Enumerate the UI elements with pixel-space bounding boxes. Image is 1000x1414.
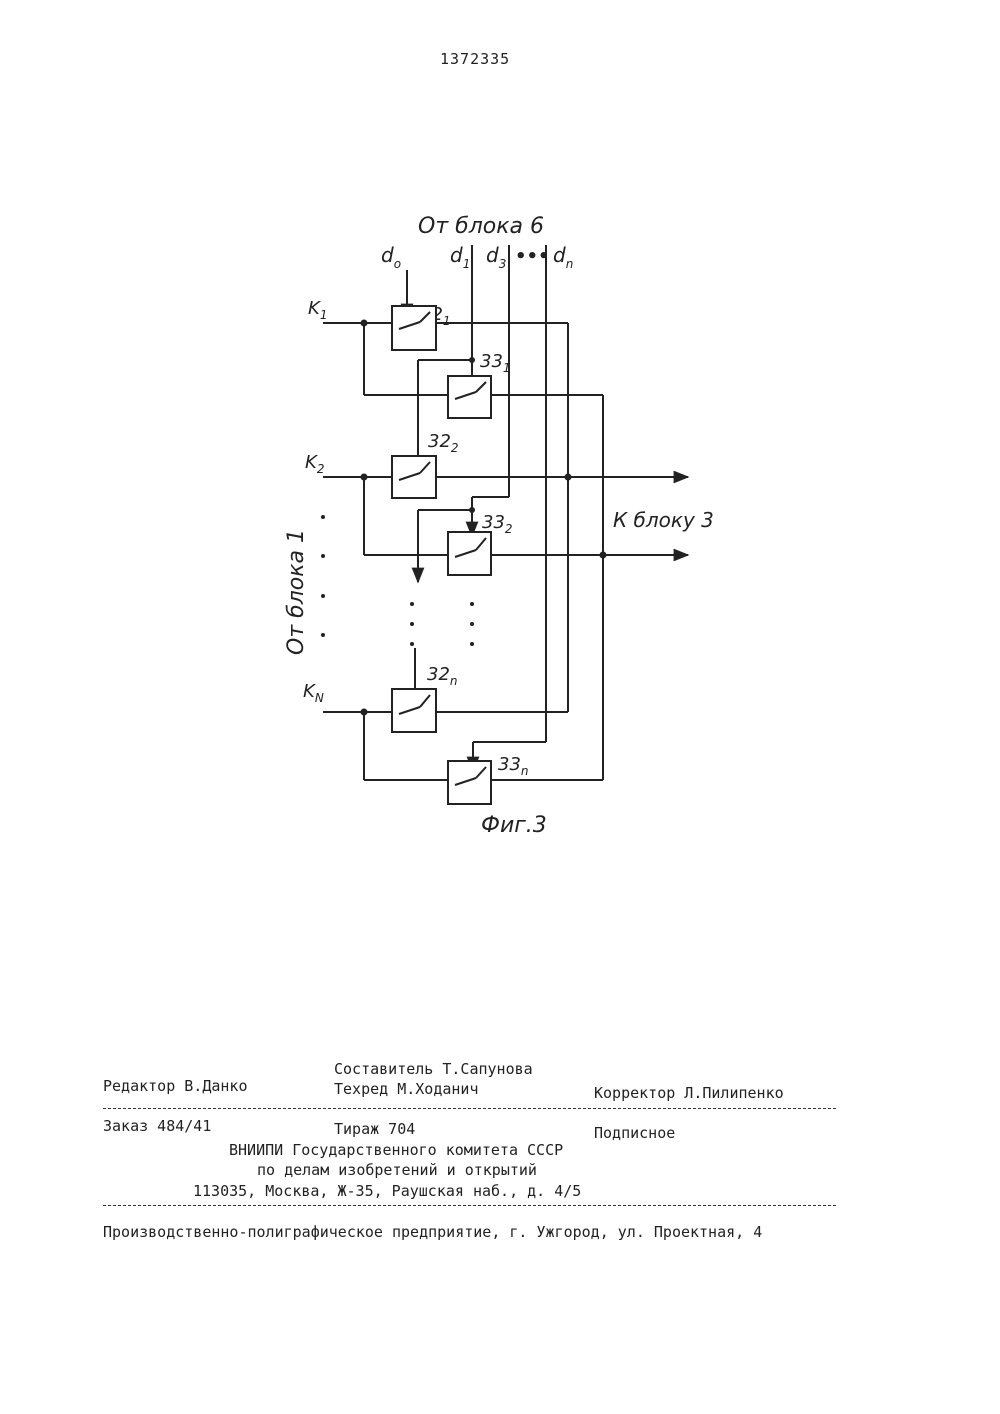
subscription: Подписное xyxy=(594,1124,675,1142)
input-d1-label: d1 xyxy=(450,243,470,271)
order-number: Заказ 484/41 xyxy=(103,1117,211,1135)
switch-32-2 xyxy=(392,456,436,498)
circulation: Тираж 704 xyxy=(334,1120,415,1138)
label-to-block-3: К блоку 3 xyxy=(613,508,714,532)
input-kn-label: KN xyxy=(303,681,324,705)
input-k1-label: K1 xyxy=(308,298,327,322)
input-k2-label: K2 xyxy=(305,452,324,476)
org-line-3: 113035, Москва, Ж-35, Раушская наб., д. … xyxy=(193,1182,581,1200)
switch-33-2 xyxy=(448,532,491,575)
switch-33-1 xyxy=(448,376,491,418)
input-d3-label: d3 xyxy=(486,243,506,271)
org-line-2: по делам изобретений и открытий xyxy=(257,1161,537,1179)
circuit-diagram: От блока 6 do d1 d3 ••• dn K1 K2 KN От б… xyxy=(0,0,1000,900)
figure-caption: Фиг.3 xyxy=(481,813,547,838)
compiler: Составитель Т.Сапунова xyxy=(334,1060,533,1078)
switch-33-n-label: 33n xyxy=(498,754,529,778)
switch-32-n xyxy=(392,689,436,732)
corrector: Корректор Л.Пилипенко xyxy=(594,1084,784,1102)
switch-32-n-label: 32n xyxy=(427,664,458,688)
label-from-block-6: От блока 6 xyxy=(418,214,544,239)
switch-33-1-label: 331 xyxy=(480,351,511,375)
ellipsis: ••• xyxy=(515,246,550,267)
divider-1 xyxy=(103,1108,836,1109)
techred: Техред М.Ходанич xyxy=(334,1080,479,1098)
divider-2 xyxy=(103,1205,836,1206)
input-dn-label: dn xyxy=(553,243,573,271)
switch-32-2-label: 322 xyxy=(428,431,459,455)
input-d0-label: do xyxy=(381,243,401,271)
switch-32-1 xyxy=(392,306,436,350)
label-from-block-1: От блока 1 xyxy=(284,529,309,655)
org-line-1: ВНИИПИ Государственного комитета СССР xyxy=(229,1141,563,1159)
printer-line: Производственно-полиграфическое предприя… xyxy=(103,1223,762,1241)
editor: Редактор В.Данко xyxy=(103,1077,248,1095)
switch-33-n xyxy=(448,761,491,804)
